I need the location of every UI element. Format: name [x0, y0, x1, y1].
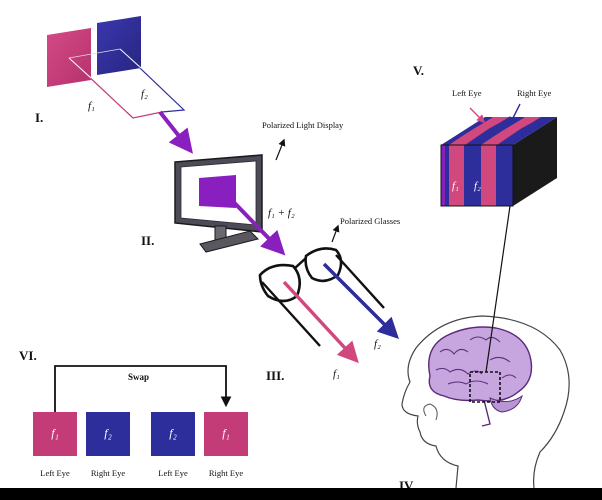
zoom-connector: [485, 205, 511, 373]
glasses-temple-right: [335, 254, 385, 309]
panel-i-sources: [47, 16, 193, 154]
cerebellum: [489, 394, 523, 413]
polarized-glasses: [258, 224, 399, 364]
visual-cortex-highlight: [469, 371, 501, 403]
swap-eye-label-3: Left Eye: [158, 468, 188, 478]
brain-folds: [435, 336, 517, 385]
cube-f2-label: f₂: [474, 180, 481, 192]
swap-bracket: [54, 365, 232, 412]
display-caption: Polarized Light Display: [262, 120, 344, 130]
swap-square-left-f1: f₁: [33, 412, 77, 456]
brainstem: [481, 399, 491, 427]
monitor-base: [199, 230, 259, 253]
cube-side-face: [513, 117, 557, 206]
glasses-frame-right-lens: [304, 247, 343, 283]
swap-square-right-f2: f₂: [86, 412, 130, 456]
panel-label-i: I.: [35, 110, 44, 125]
swap-eye-label-4: Right Eye: [208, 468, 244, 478]
front-pink-column-1: [449, 145, 464, 206]
swap-eye-label-2: Right Eye: [90, 468, 126, 478]
swap-eye-label-1: Left Eye: [40, 468, 70, 478]
glasses-caption: Polarized Glasses: [340, 216, 401, 226]
head-with-brain: [401, 205, 570, 489]
glasses-label-pointer: [331, 224, 340, 243]
f1-plane: [47, 28, 91, 87]
cube-f1-label: f₁: [452, 180, 459, 192]
swap-square-right-f1: f₁: [204, 412, 248, 456]
panel-label-ii: II.: [141, 233, 155, 248]
display-output-beam: [220, 188, 286, 256]
display-label-pointer: [275, 138, 286, 161]
f1-glasses-label: f₁: [333, 368, 340, 380]
cube-right-eye-label: Right Eye: [517, 88, 552, 98]
glasses-frame: [258, 263, 302, 303]
panel-label-v: V.: [413, 63, 424, 78]
top-pink-stripe-2: [481, 117, 541, 145]
f2-source-label: f₂: [141, 88, 148, 100]
right-eye-pointer: [509, 103, 521, 126]
ear: [423, 403, 438, 421]
bottom-border: [0, 488, 602, 500]
top-pink-stripe-1: [449, 117, 509, 145]
cortex-columns-block: [440, 103, 557, 207]
f1-output-beam: [282, 280, 359, 364]
swap-line: [54, 365, 232, 412]
panel-label-vi: VI.: [19, 348, 37, 363]
combined-frequency-label: f₁ + f₂: [268, 207, 295, 219]
f2-ray: [119, 48, 142, 69]
f2-beam-outline: [119, 48, 186, 113]
cube-left-eye-label: Left Eye: [452, 88, 482, 98]
f1-source-label: f₁: [88, 100, 95, 112]
swap-square-left-f2: f₂: [151, 412, 195, 456]
f2-glasses-label: f₂: [374, 338, 381, 350]
panel-label-iii: III.: [266, 368, 285, 383]
left-eye-pointer: [469, 107, 486, 124]
swap-label: Swap: [128, 372, 150, 382]
f1-ray: [68, 57, 92, 79]
head-outline: [401, 315, 570, 489]
f2-output-beam: [322, 262, 399, 339]
combined-beam-arrow: [158, 110, 193, 154]
polarized-display-monitor: [174, 138, 286, 256]
monitor-image-square: [199, 175, 236, 208]
brain: [428, 326, 533, 402]
f2-plane: [97, 16, 141, 75]
glasses-temple-left: [261, 281, 321, 347]
front-pink-column-2: [481, 145, 496, 206]
